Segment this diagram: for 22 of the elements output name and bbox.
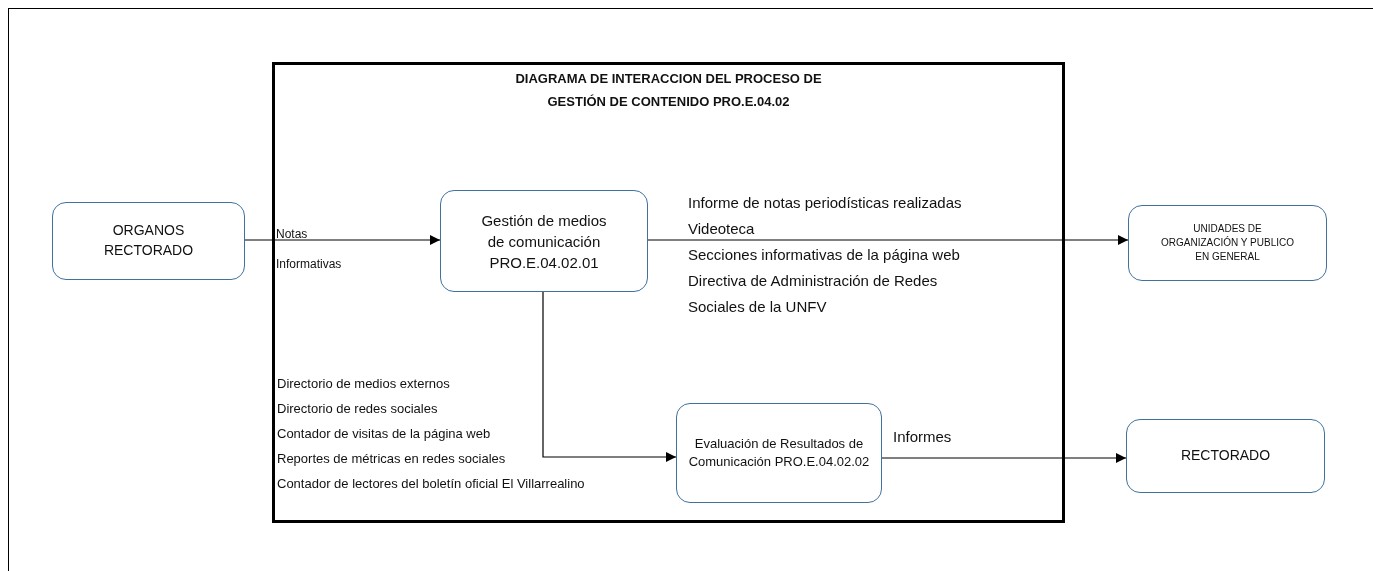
data-item-text: Secciones informativas de la página web xyxy=(688,246,960,264)
data-item-text: Directorio de medios externos xyxy=(277,376,450,392)
data-item-text: Informe de notas periodísticas realizadas xyxy=(688,194,962,212)
data-item-text: Videoteca xyxy=(688,220,755,238)
arrow xyxy=(647,235,1129,245)
data-item-text: Directorio de redes sociales xyxy=(277,401,438,417)
data-item-text: Contador de visitas de la página web xyxy=(277,426,491,442)
data-item-text: Directiva de Administración de Redes Sociales de la UNFV xyxy=(688,271,939,317)
edge-label: Notas Informativas xyxy=(276,226,343,273)
arrow xyxy=(244,235,441,245)
process-box: RECTORADO xyxy=(1126,419,1325,493)
arrow xyxy=(542,291,677,462)
data-item-text: Reportes de métricas en redes sociales xyxy=(277,451,506,467)
process-box: UNIDADES DE ORGANIZACIÓN Y PUBLICO EN GENERAL xyxy=(1128,205,1327,281)
data-item-text: Contador de lectores del boletín oficial El Villarrealino xyxy=(277,476,585,492)
process-box: Gestión de medios de comunicación PRO.E.04.02.01 xyxy=(440,190,648,292)
process-box: Evaluación de Resultados de Comunicación PRO.E.04.02.02 xyxy=(676,403,882,503)
frame-heading: DIAGRAMA DE INTERACCION DEL PROCESO DE GESTIÓN DE CONTENIDO PRO.E.04.02 xyxy=(514,70,823,111)
process-frame xyxy=(272,62,1065,523)
process-box: ORGANOS RECTORADO xyxy=(52,202,245,280)
arrow xyxy=(881,453,1127,463)
edge-label: Informes xyxy=(893,427,953,447)
